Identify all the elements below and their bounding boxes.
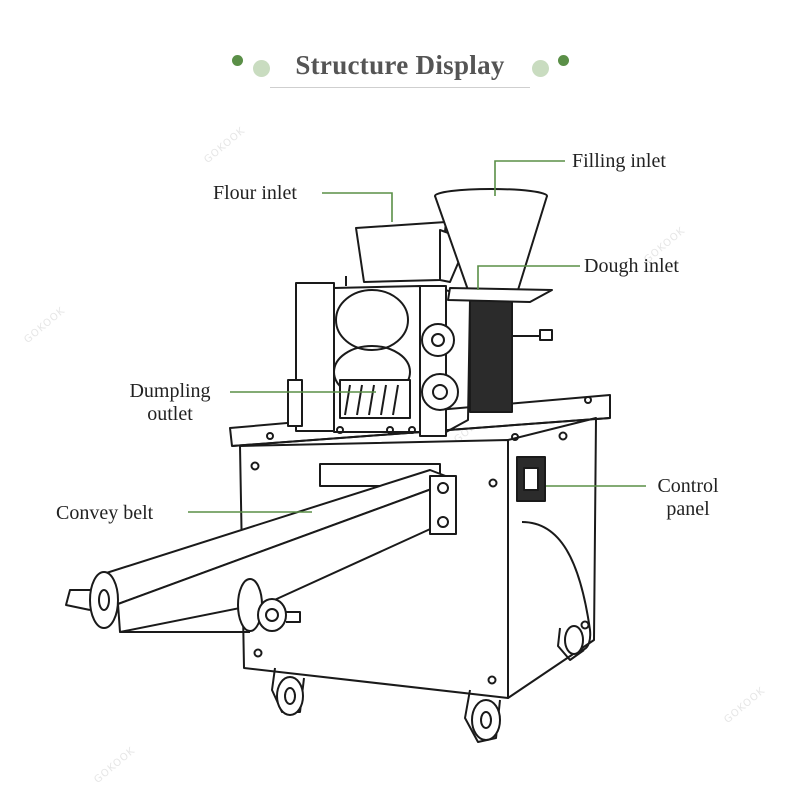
label-filling-inlet: Filling inlet (572, 150, 666, 172)
label-control-panel-line2: panel (666, 498, 710, 520)
label-dough-inlet: Dough inlet (584, 255, 679, 277)
callout-dough-inlet (477, 265, 580, 290)
label-control-panel-line1: Control (657, 475, 719, 497)
callout-lines (188, 160, 646, 513)
label-flour-inlet: Flour inlet (213, 182, 297, 204)
dot-icon (532, 60, 549, 77)
title-bar: Structure Display (0, 40, 800, 100)
wheels (271, 625, 585, 743)
page-title: Structure Display (295, 50, 505, 80)
dot-icon (253, 60, 270, 77)
label-dumpling-outlet-line2: outlet (147, 403, 193, 425)
label-dumpling-outlet-line1: Dumpling (129, 380, 211, 402)
forming-head (287, 282, 553, 437)
conveyor (65, 469, 457, 633)
title-underline (270, 87, 530, 88)
label-convey-belt: Convey belt (56, 502, 154, 524)
callout-flour-inlet (322, 192, 393, 222)
dot-icon (558, 55, 569, 66)
callout-filling-inlet (494, 160, 565, 196)
dot-icon (232, 55, 243, 66)
filling-hopper (434, 188, 553, 303)
